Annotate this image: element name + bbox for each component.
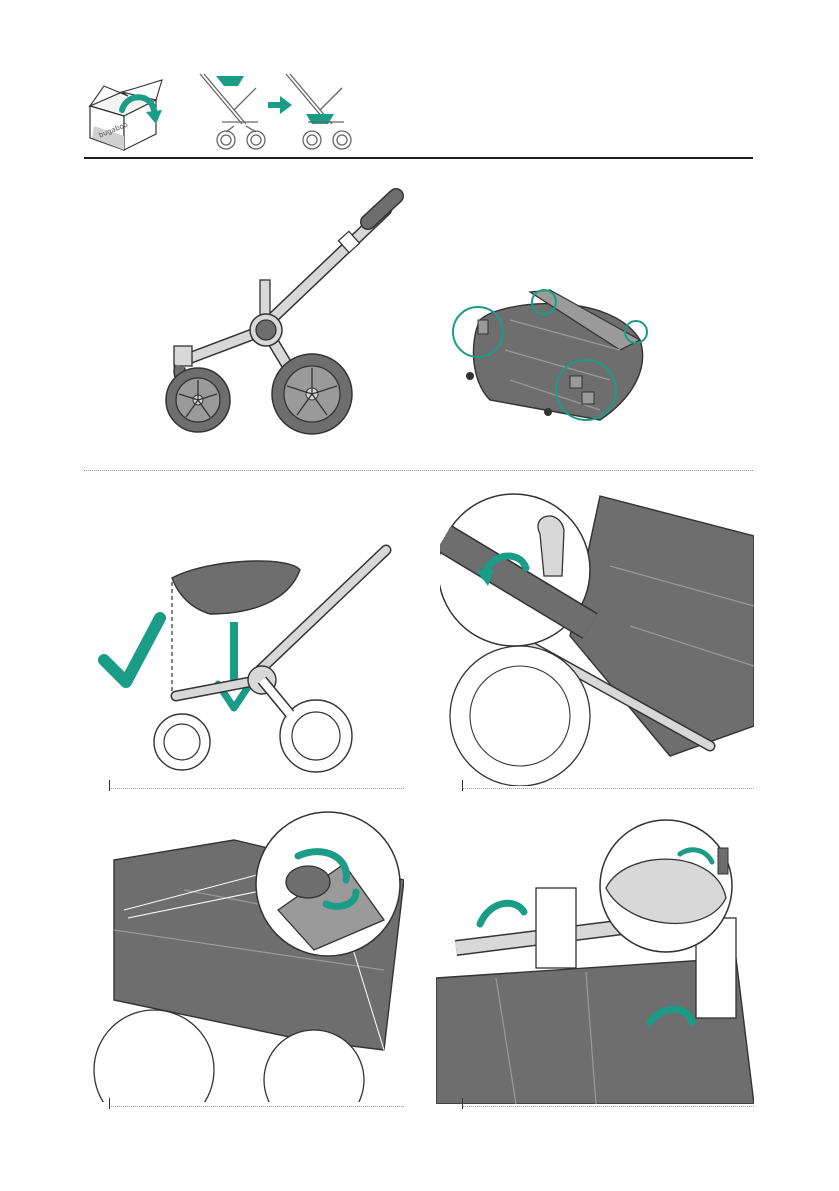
seat-fabric-icon bbox=[453, 290, 647, 420]
step-place-seat-on-chassis bbox=[90, 530, 410, 785]
section-divider bbox=[84, 470, 753, 471]
header-icons: bugaboo bbox=[84, 66, 374, 156]
arrow-right-icon bbox=[268, 96, 292, 114]
seat-fabric-illustration bbox=[450, 280, 670, 430]
chassis-icon bbox=[166, 196, 396, 434]
step-bracket bbox=[462, 788, 754, 789]
step-bracket bbox=[462, 1106, 754, 1107]
chassis-icon bbox=[200, 74, 265, 149]
step-wrap-fabric bbox=[84, 800, 404, 1102]
arrow-down-icon bbox=[218, 622, 250, 708]
step-clip-frame bbox=[440, 486, 754, 786]
header-divider bbox=[84, 157, 753, 159]
attach-seat-to-chassis-icon bbox=[286, 74, 351, 149]
rotate-arrow-icon bbox=[480, 903, 524, 924]
checkmark-icon bbox=[104, 618, 160, 682]
step-bracket bbox=[109, 788, 404, 789]
step-bracket bbox=[109, 1106, 404, 1107]
step-attach-buttons bbox=[436, 808, 754, 1104]
unpack-box-icon bbox=[90, 80, 162, 150]
chassis-illustration bbox=[150, 180, 420, 450]
